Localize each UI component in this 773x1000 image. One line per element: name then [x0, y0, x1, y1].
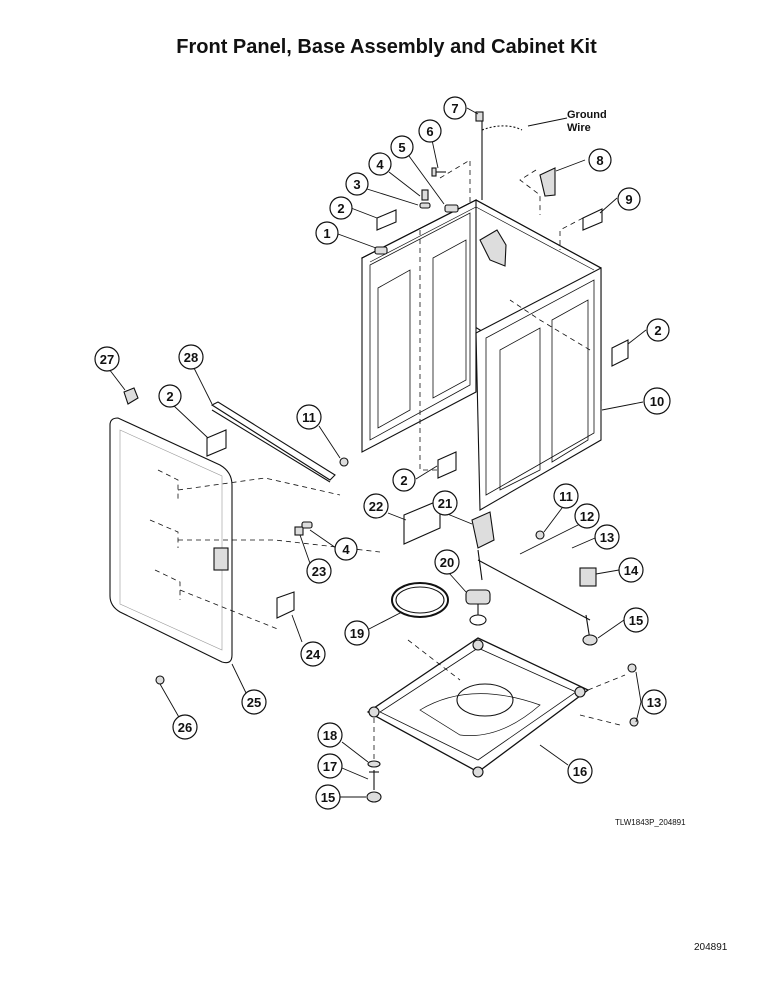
callout-bubble: 14 — [618, 557, 644, 583]
callout-label: 4 — [376, 157, 384, 172]
callout-label: 5 — [398, 140, 405, 155]
cabinet-fasteners — [374, 111, 629, 367]
callout-label: 2 — [400, 473, 407, 488]
callout-bubble: 18 — [317, 722, 343, 748]
leader-lines — [108, 107, 647, 798]
callout-label: 20 — [440, 555, 454, 570]
callout-bubble: 16 — [567, 758, 593, 784]
callout-label: 8 — [596, 153, 603, 168]
callout-label: 12 — [580, 509, 594, 524]
callout-bubble: 9 — [617, 187, 641, 211]
callout-label: 2 — [337, 201, 344, 216]
page-number: 204891 — [694, 942, 728, 953]
callout-label: 17 — [323, 759, 337, 774]
callout-label: 2 — [166, 389, 173, 404]
callout-bubble: 27 — [94, 346, 120, 372]
callout-label: 24 — [306, 647, 321, 662]
callout-bubble: 21 — [432, 490, 458, 516]
callout-bubble: 3 — [345, 172, 369, 196]
callout-label: 16 — [573, 764, 587, 779]
callout-bubble: 26 — [172, 714, 198, 740]
callout-label: 19 — [350, 626, 364, 641]
callout-bubble: 28 — [178, 344, 204, 370]
ground-wire-label-line2: Wire — [567, 122, 591, 134]
base-drawing — [366, 637, 639, 803]
callout-bubble: 2 — [329, 196, 353, 220]
callout-label: 26 — [178, 720, 192, 735]
cabinet-drawing — [360, 120, 602, 511]
callout-label: 22 — [369, 499, 383, 514]
drawing-code: TLW1843P_204891 — [615, 818, 686, 827]
callout-bubble: 19 — [344, 620, 370, 646]
callout-bubble: 13 — [641, 689, 667, 715]
callout-bubble: 11 — [296, 404, 322, 430]
callout-label: 7 — [451, 101, 458, 116]
callout-bubble: 15 — [623, 607, 649, 633]
callout-label: 13 — [647, 695, 661, 710]
callout-label: 23 — [312, 564, 326, 579]
callout-label: 18 — [323, 728, 337, 743]
center-parts — [391, 451, 598, 646]
callout-bubble: 13 — [594, 524, 620, 550]
callout-bubble: 15 — [315, 784, 341, 810]
callout-bubble: 23 — [306, 558, 332, 584]
callout-label: 3 — [353, 177, 360, 192]
callout-label: 1 — [323, 226, 330, 241]
callout-label: 21 — [438, 496, 452, 511]
callout-label: 14 — [624, 563, 639, 578]
callout-label: 2 — [654, 323, 661, 338]
callout-label: 11 — [302, 410, 316, 425]
callout-bubble: 11 — [553, 483, 579, 509]
callout-label: 27 — [100, 352, 114, 367]
callout-label: 6 — [426, 124, 433, 139]
callout-bubble: 20 — [434, 549, 460, 575]
callout-bubble: 4 — [368, 152, 392, 176]
callout-bubble: 12 — [574, 503, 600, 529]
callout-bubble: 1 — [315, 221, 339, 245]
callout-label: 13 — [600, 530, 614, 545]
callout-bubble: 22 — [363, 493, 389, 519]
callout-label: 15 — [321, 790, 335, 805]
callout-label: 4 — [342, 542, 350, 557]
callout-label: 28 — [184, 350, 198, 365]
callout-bubble: 7 — [443, 96, 467, 120]
callout-bubble: 24 — [300, 641, 326, 667]
callout-bubble: 10 — [643, 387, 671, 415]
front-panel-drawing — [109, 387, 381, 685]
callout-bubble: 5 — [390, 135, 414, 159]
callout-label: 10 — [650, 394, 664, 409]
callout-bubble: 8 — [588, 148, 612, 172]
page-title: Front Panel, Base Assembly and Cabinet K… — [176, 36, 597, 58]
callout-bubble: 2 — [646, 318, 670, 342]
callout-bubble: 2 — [158, 384, 182, 408]
callout-label: 9 — [625, 192, 632, 207]
callout-bubble: 17 — [317, 753, 343, 779]
callout-bubble: 6 — [418, 119, 442, 143]
callout-label: 15 — [629, 613, 643, 628]
ground-wire-label-line1: Ground — [567, 109, 607, 121]
callout-bubble: 4 — [334, 537, 358, 561]
callout-bubble: 25 — [241, 689, 267, 715]
callout-bubble: 2 — [392, 468, 416, 492]
callout-label: 11 — [559, 489, 573, 504]
callout-label: 25 — [247, 695, 261, 710]
